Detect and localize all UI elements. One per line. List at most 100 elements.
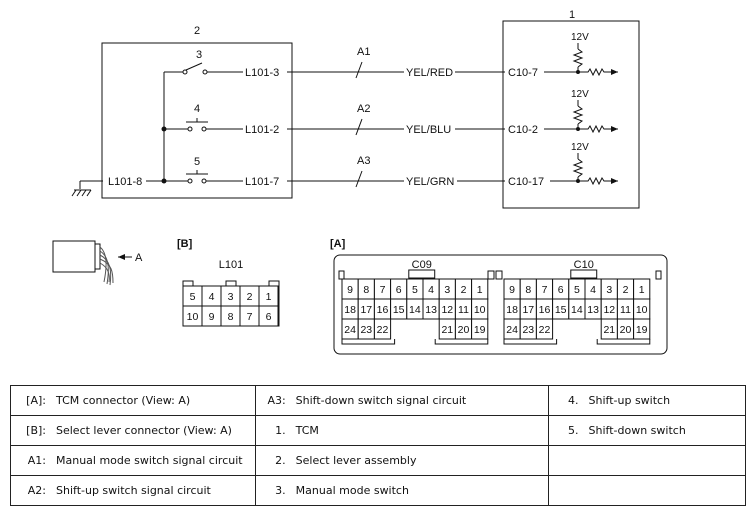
switch-contact [185,62,203,71]
connector-pin: 12 [603,304,615,316]
connector-pin: 6 [266,311,272,323]
connector-pin: 5 [190,291,196,303]
connector-pin: 20 [458,324,470,336]
legend-description: Manual mode switch [295,484,409,497]
connector-pin: 10 [636,304,648,316]
legend-table: [A]: TCM connector (View: A) A3: Shift-down… [10,385,747,506]
connector-pin: 8 [363,284,369,296]
tcm-section-name: C09 [412,259,432,271]
legend-code: A3: [267,394,286,407]
connector-pin: 1 [639,284,645,296]
connector-pin: 13 [425,304,437,316]
connector-pin: 1 [477,284,483,296]
connector-pin: 6 [396,284,402,296]
legend-cell: A3: Shift-down switch signal circuit [254,385,549,416]
connector-pin: 6 [558,284,564,296]
wire-color-label: YEL/BLU [406,124,451,136]
connector-view-icon [52,240,132,286]
legend-row: [B]:Select lever connector (View: A)1.TC… [10,415,747,446]
supply-voltage-label: 12V [571,32,589,43]
connector-pin: 18 [344,304,356,316]
legend-code: [B]: [26,424,46,437]
ground-symbol [71,180,103,197]
connector-pin: 21 [603,324,615,336]
connector-pin: 8 [525,284,531,296]
connector-pin: 23 [360,324,372,336]
connector-pin: 3 [228,291,234,303]
legend-cell: 3. Manual mode switch [254,475,549,506]
lever-terminal-label: L101-2 [245,124,279,136]
connector-pin: 3 [606,284,612,296]
connector-pin: 9 [347,284,353,296]
connector-pin: 4 [590,284,596,296]
legend-cell: 2.Select lever assembly [254,445,549,476]
shift-up-switch-circuit: 4 L101-2 A2 YEL/BLU C10-2 12V [164,89,618,136]
connector-pin: 18 [506,304,518,316]
wiring-diagram: 2 1 L101-8 3 L101-3 A1 YEL/RED C10-7 12V [52,9,668,355]
ground-terminal-label: L101-8 [108,176,142,188]
legend-description: TCM connector (View: A) [56,394,191,407]
tcm-connector-tag: [A] [330,238,346,250]
lever-terminal-label: L101-3 [245,67,279,79]
tcm-number: 1 [569,9,575,21]
legend-code: A2: [27,484,46,497]
connector-pin: 11 [620,304,631,316]
manual-mode-switch-circuit: 3 L101-3 A1 YEL/RED C10-7 12V [164,32,618,79]
legend-description: Shift-down switch [588,424,686,437]
legend-cell: 5.Shift-down switch [547,415,747,446]
connector-pin: 22 [377,324,389,336]
connector-pin: 14 [571,304,583,316]
legend-code: [A]: [26,394,46,407]
legend-description: Shift-up switch signal circuit [56,484,211,497]
connector-pin: 22 [539,324,551,336]
connector-pin: 17 [360,304,372,316]
legend-code: A1: [27,454,46,467]
legend-cell: A1:Manual mode switch signal circuit [10,445,256,476]
connector-pin: 7 [380,284,386,296]
select-lever-number: 2 [194,25,200,37]
lever-terminal-label: L101-7 [245,176,279,188]
connector-pin: 2 [623,284,629,296]
connector-pin: 15 [555,304,567,316]
tcm-box [502,20,640,209]
legend-description: Shift-down switch signal circuit [295,394,467,407]
wire-label: A1 [357,46,370,58]
tcm-terminal-label: C10-2 [508,124,538,136]
connector-pin: 17 [522,304,534,316]
connector-pin: 2 [461,284,467,296]
legend-cell [547,445,747,476]
switch-number: 5 [194,156,200,168]
legend-row: A2: Shift-up switch signal circuit 3. Manua… [10,475,747,506]
connector-pin: 24 [344,324,356,336]
connector-pin: 4 [428,284,434,296]
connector-pin: 5 [412,284,418,296]
legend-cell: 1.TCM [254,415,549,446]
lever-connector-tag: [B] [177,238,193,250]
connector-pin: 9 [509,284,515,296]
connector-pin: 16 [539,304,551,316]
connector-pin: 14 [409,304,421,316]
connector-pin: 24 [506,324,518,336]
legend-code: 1. [275,424,286,437]
legend-code: 3. [275,484,286,497]
connector-pin: 7 [247,311,253,323]
connector-pin: 2 [247,291,253,303]
connector-pin: 13 [587,304,599,316]
shift-down-switch-circuit: 5 L101-7 A3 YEL/GRN C10-17 12V [164,142,618,188]
connector-pin: 19 [474,324,486,336]
connector-pin: 1 [266,291,272,303]
connector-pin: 19 [636,324,648,336]
connector-pin: 10 [474,304,486,316]
lever-connector-name: L101 [219,259,243,271]
connector-pin: 5 [574,284,580,296]
legend-description: Select lever assembly [295,454,417,467]
connector-pin: 16 [377,304,389,316]
tcm-terminal-label: C10-17 [508,176,544,188]
select-lever-assembly-box [101,42,293,199]
legend-cell [547,475,747,506]
tcm-section-name: C10 [574,259,594,271]
